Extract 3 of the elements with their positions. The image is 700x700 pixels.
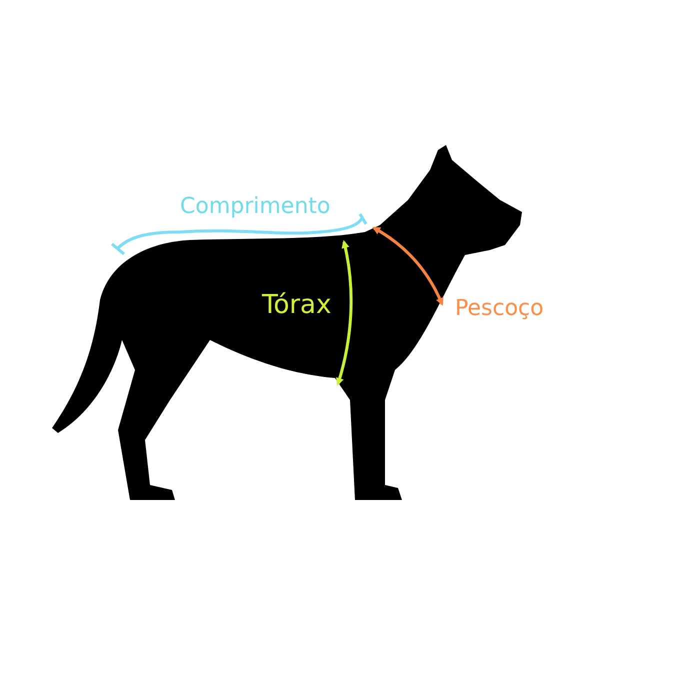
- measurement-label: Pescoço: [455, 298, 544, 320]
- measurement-label: Tórax: [262, 292, 332, 318]
- measurement-label: Comprimento: [180, 196, 330, 218]
